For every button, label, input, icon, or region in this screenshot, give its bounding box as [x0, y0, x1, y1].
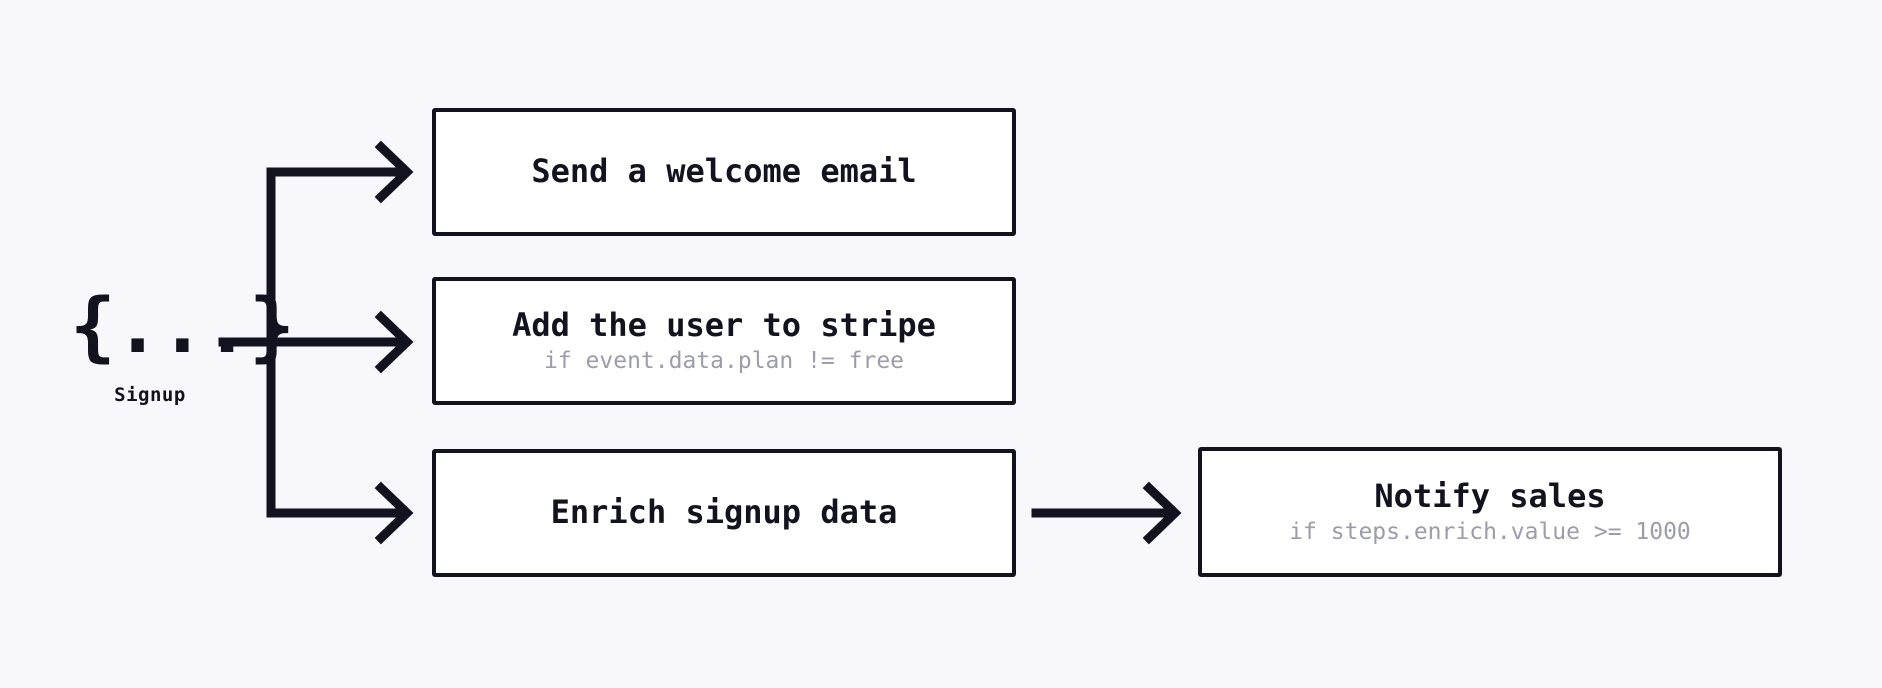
step-title: Send a welcome email — [531, 152, 917, 191]
arrowhead-notify — [1142, 481, 1182, 545]
step-box-notify[interactable]: Notify sales if steps.enrich.value >= 10… — [1198, 447, 1782, 577]
trigger-node-signup[interactable]: {...} Signup — [70, 281, 295, 407]
step-box-enrich[interactable]: Enrich signup data — [432, 449, 1016, 577]
json-event-icon: {...} — [70, 281, 295, 370]
step-subtitle: if steps.enrich.value >= 1000 — [1289, 518, 1691, 545]
step-box-welcome[interactable]: Send a welcome email — [432, 108, 1016, 236]
arrowhead-stripe — [374, 310, 414, 374]
arrowhead-enrich — [374, 481, 414, 545]
arrowhead-welcome — [374, 140, 414, 204]
step-box-stripe[interactable]: Add the user to stripe if event.data.pla… — [432, 277, 1016, 405]
trigger-label: Signup — [114, 384, 186, 406]
step-title: Add the user to stripe — [512, 305, 936, 344]
step-title: Notify sales — [1374, 476, 1606, 515]
step-title: Enrich signup data — [550, 493, 898, 532]
step-subtitle: if event.data.plan != free — [543, 347, 905, 374]
